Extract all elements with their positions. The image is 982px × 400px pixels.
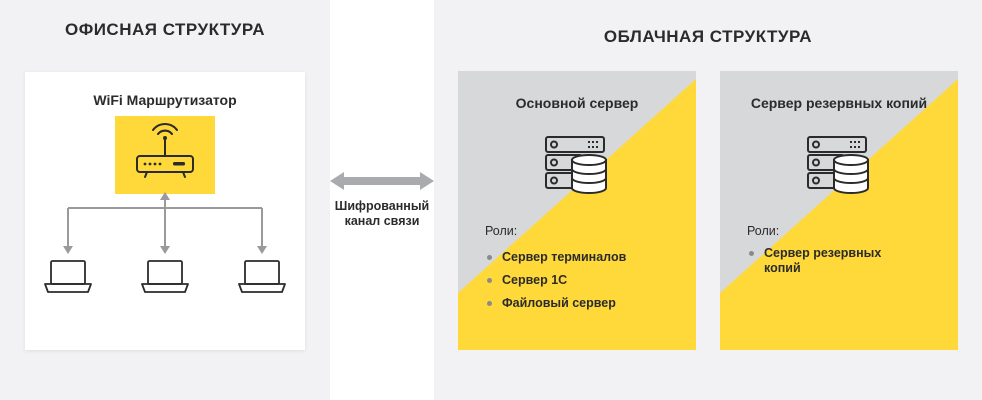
channel-label-line2: канал связи — [344, 214, 420, 228]
card-background — [720, 71, 958, 350]
arrow-head-down — [160, 246, 170, 254]
server-title: Сервер резервных копий — [750, 95, 928, 111]
server-title: Основной сервер — [515, 95, 639, 111]
server-database-icon — [545, 136, 607, 194]
roles-label: Роли: — [485, 224, 518, 238]
office-section-title: ОФИСНАЯ СТРУКТУРА — [64, 20, 266, 39]
laptop-icon — [44, 260, 92, 293]
list-item: Сервер 1С — [485, 269, 626, 292]
list-item: Сервер терминалов — [485, 246, 626, 269]
backup-server-card: Сервер резервных копий Роли: Сервер резе… — [720, 71, 958, 350]
arrow-head-down — [63, 246, 73, 254]
channel-label-line1: Шифрованный — [334, 199, 430, 213]
office-card: WiFi Маршрутизатор — [25, 72, 305, 350]
arrow-head-down — [257, 246, 267, 254]
laptop-icon — [141, 260, 189, 293]
card-background — [458, 71, 696, 350]
list-item: Файловый сервер — [485, 292, 626, 315]
laptop-icon — [238, 260, 286, 293]
router-title: WiFi Маршрутизатор — [93, 92, 237, 108]
list-item: Сервер резервных копий — [747, 246, 914, 276]
roles-label: Роли: — [747, 224, 780, 238]
router-box — [115, 116, 215, 194]
server-database-icon — [807, 136, 869, 194]
channel-label: Шифрованный канал связи — [320, 199, 444, 229]
roles-list: Сервер терминалов Сервер 1С Файловый сер… — [485, 246, 626, 315]
roles-list: Сервер резервных копий — [747, 246, 914, 276]
wifi-router-icon — [136, 123, 194, 178]
cloud-section-title: ОБЛАЧНАЯ СТРУКТУРА — [603, 27, 813, 46]
main-server-card: Основной сервер Роли: Сервер терминалов … — [458, 71, 696, 350]
arrow-head-up — [160, 192, 170, 200]
